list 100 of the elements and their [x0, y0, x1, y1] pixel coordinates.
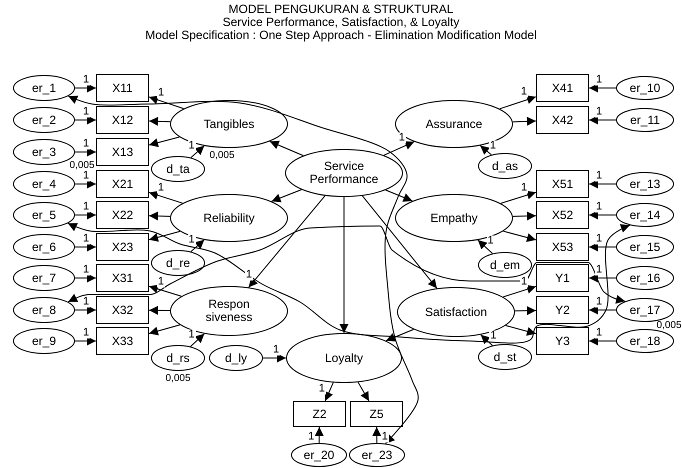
arrow: [588, 306, 616, 314]
error-ellipse: [478, 153, 532, 179]
edge-label: 1: [486, 235, 495, 246]
indicator-box: [96, 170, 149, 198]
node-label: Y3: [555, 334, 570, 348]
edge-label: 1: [156, 182, 166, 194]
node-label: d_em: [490, 258, 520, 272]
indicator-box: [536, 106, 589, 134]
indicator-box: [293, 401, 346, 427]
arrow: [148, 96, 184, 110]
covariance-arrow: [68, 226, 626, 304]
node-label: er_20: [304, 448, 334, 462]
covariance-arrow: [68, 96, 419, 444]
node-label: d_st: [494, 350, 516, 364]
arrow: [190, 333, 205, 347]
error-ellipse: [13, 171, 75, 197]
node-label: d_rs: [166, 352, 190, 364]
node-label: Y1: [555, 272, 570, 284]
node-label: Satisfaction: [424, 306, 488, 318]
node-label: X31: [112, 272, 134, 284]
error-ellipse: [478, 252, 532, 278]
indicator-box: [536, 264, 589, 292]
edge-label: 1: [187, 234, 196, 246]
arrow: [324, 382, 334, 402]
edge-label: 1: [594, 170, 604, 182]
arrow: [74, 306, 96, 314]
indicator-box: [536, 327, 589, 355]
edge-label: 1: [82, 202, 90, 212]
arrow: [502, 230, 536, 242]
error-ellipse: [151, 250, 205, 276]
edge-label: 1: [156, 276, 165, 288]
edge-label: 1: [380, 431, 389, 442]
edge-label: 1: [82, 106, 90, 118]
node-label: X51: [552, 178, 574, 190]
edge-label: 1: [82, 234, 90, 244]
node-label: Y2: [555, 304, 570, 316]
arrow: [588, 242, 616, 252]
arrow: [383, 141, 415, 156]
node-label: er_7: [32, 272, 56, 284]
node-label: X21: [112, 178, 134, 190]
arrow: [480, 334, 493, 346]
latent-ellipse: [397, 287, 515, 337]
arrow: [74, 116, 96, 124]
variance-label: 0,005: [69, 161, 95, 171]
edge-label: 1: [594, 74, 604, 86]
node-label: er_18: [630, 334, 660, 348]
edge-label: 1: [82, 170, 90, 182]
node-label: er_17: [630, 304, 660, 316]
edge-label: 1: [520, 182, 528, 194]
node-label: d_ly: [224, 352, 247, 364]
latent-ellipse: [395, 194, 513, 242]
edge-label: 1: [520, 86, 528, 98]
indicator-box: [96, 74, 149, 102]
node-label: X23: [112, 240, 134, 254]
arrow: [148, 116, 171, 126]
indicator-box: [536, 296, 589, 324]
arrow: [314, 426, 324, 444]
error-ellipse: [151, 156, 205, 182]
edge-label: 1: [594, 234, 604, 244]
arrow: [514, 306, 536, 316]
arrow: [588, 274, 616, 282]
indicator-box: [96, 201, 149, 229]
arrow: [588, 336, 616, 346]
node-label: er_9: [32, 334, 56, 348]
variance-label: 0,005: [656, 320, 682, 330]
arrow: [262, 354, 286, 362]
error-ellipse: [13, 234, 75, 260]
node-label: er_1: [32, 82, 56, 94]
edge-label: 1: [244, 269, 253, 280]
edge-label: 1: [318, 383, 326, 394]
indicator-box: [350, 401, 403, 427]
node-label: er_4: [32, 178, 56, 190]
node-label: Assurance: [426, 118, 482, 130]
edge-label: 1: [272, 344, 280, 356]
edge-label: 1: [594, 202, 604, 212]
indicator-box: [96, 296, 149, 324]
node-label: d_ta: [166, 162, 190, 176]
arrow: [588, 180, 616, 188]
edge-label: 1: [82, 138, 90, 150]
arrow: [148, 324, 180, 336]
arrow: [512, 211, 536, 220]
arrow: [74, 148, 96, 156]
node-label: Z5: [369, 408, 384, 420]
error-ellipse: [616, 329, 674, 353]
arrow: [588, 210, 616, 220]
latent-ellipse: [285, 149, 403, 197]
arrow: [358, 382, 370, 402]
error-ellipse: [349, 443, 405, 467]
node-label: er_13: [630, 178, 660, 190]
arrow: [588, 84, 616, 92]
error-ellipse: [616, 203, 674, 227]
indicator-box: [96, 327, 149, 355]
arrow: [148, 136, 180, 148]
variance-label: 0,005: [165, 374, 191, 384]
node-label: X32: [112, 304, 134, 316]
node-label: er_16: [630, 272, 660, 284]
arrow: [271, 189, 302, 202]
node-label: er_5: [32, 208, 56, 222]
node-label: er_6: [32, 240, 56, 254]
latent-ellipse: [170, 194, 288, 242]
